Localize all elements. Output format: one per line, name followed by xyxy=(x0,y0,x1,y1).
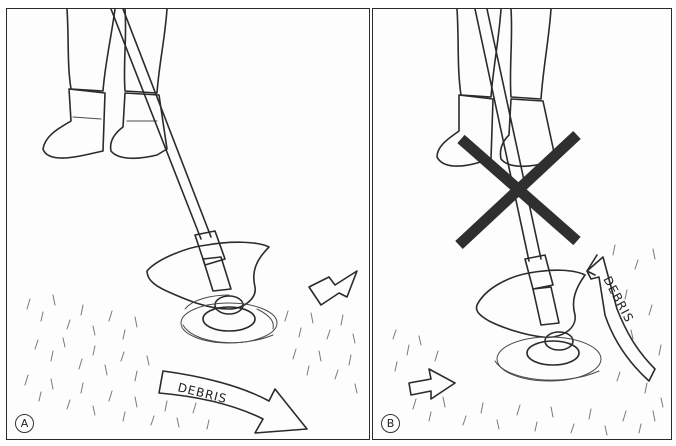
debris-arrow-icon: DEBRIS xyxy=(159,371,307,433)
debris-arrow-icon: DEBRIS xyxy=(587,255,655,381)
trimmer-shaft-icon xyxy=(475,9,553,289)
panel-a: DEBRIS A xyxy=(6,8,370,440)
panel-b-illustration: DEBRIS xyxy=(373,9,672,440)
trimmer-head-icon xyxy=(495,287,601,381)
trimmer-shaft-icon xyxy=(111,9,225,265)
panel-b-label: B xyxy=(381,414,400,433)
incoming-arrow-icon xyxy=(409,369,455,399)
panel-a-illustration: DEBRIS xyxy=(7,9,370,440)
panel-a-label: A xyxy=(15,414,34,433)
incoming-arrow-icon xyxy=(309,271,357,305)
operator-legs-icon xyxy=(67,9,167,93)
trimmer-head-icon xyxy=(181,257,277,343)
grass-texture xyxy=(25,295,357,429)
panel-b: DEBRIS B xyxy=(372,8,672,440)
panel-a-arrow-text: DEBRIS xyxy=(176,380,228,406)
operator-boots-icon xyxy=(43,89,167,158)
